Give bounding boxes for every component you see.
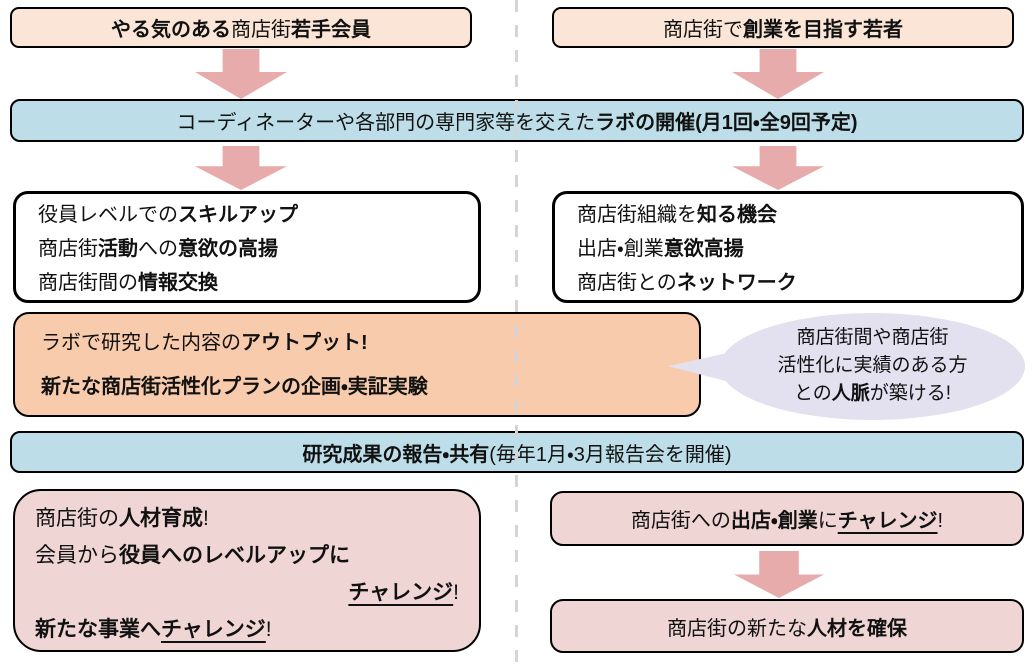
box-motivated-young-members: やる気のある商店街若手会員 [10, 7, 472, 48]
box-member-outcomes: 役員レベルでのスキルアップ 商店街活動への意欲の高揚 商店街間の情報交換 [13, 191, 481, 303]
down-arrow-icon [195, 146, 287, 190]
bubble-line: 商店街間や商店街 [796, 327, 949, 348]
output-line: 新たな商店街活性化プランの企画・実証実験 [41, 376, 428, 398]
down-arrow-icon [734, 551, 824, 598]
box-secure-new-talent: 商店街の新たな人材を確保 [550, 599, 1024, 653]
down-arrow-icon [195, 49, 287, 99]
hr-line: 商店街の人材育成! [35, 507, 209, 530]
bubble-line: との人脈が築ける! [793, 383, 952, 404]
outcome-line: 商店街組織を知る機会 [577, 204, 777, 226]
down-arrow-icon [732, 49, 824, 99]
hr-line: 新たな事業へチャレンジ! [35, 618, 272, 641]
bubble-line: 活性化に実績のある方 [777, 355, 968, 376]
outcome-line: 商店街活動への意欲の高揚 [38, 238, 278, 260]
outcome-line: 役員レベルでのスキルアップ [38, 204, 298, 226]
outcome-line: 商店街間の情報交換 [38, 272, 218, 294]
speech-bubble-network: 商店街間や商店街 活性化に実績のある方 との人脈が築ける! [720, 313, 1025, 420]
box-startup-aspiring-youth: 商店街で創業を目指す若者 [552, 7, 1014, 48]
box-open-shop-challenge: 商店街への出店・創業にチャレンジ! [550, 491, 1024, 546]
output-line: ラボで研究した内容のアウトプット! [41, 332, 368, 354]
box-youth-outcomes: 商店街組織を知る機会 出店・創業意欲高揚 商店街とのネットワーク [552, 191, 1024, 303]
center-dashed-divider [515, 0, 518, 665]
box-lab-output: ラボで研究した内容のアウトプット! 新たな商店街活性化プランの企画・実証実験 [13, 312, 701, 417]
outcome-line: 商店街とのネットワーク [577, 272, 797, 294]
hr-line: 会員から役員へのレベルアップに [35, 544, 350, 567]
box-hr-development: 商店街の人材育成! 会員から役員へのレベルアップに チャレンジ! 新たな事業へチ… [13, 489, 481, 652]
down-arrow-icon [732, 146, 824, 190]
outcome-line: 出店・創業意欲高揚 [577, 238, 744, 260]
hr-line: チャレンジ! [348, 581, 459, 604]
